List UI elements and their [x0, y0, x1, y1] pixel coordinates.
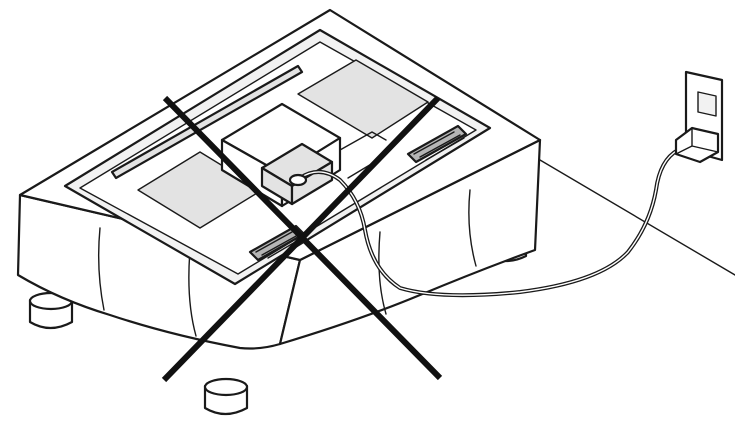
- wall-floor-edge: [539, 159, 735, 276]
- wall-outlet-icon: [674, 70, 724, 164]
- prohibited-cross-icon: [161, 95, 443, 383]
- tv-back: [63, 28, 492, 286]
- power-plug-icon: [674, 126, 720, 164]
- table-leg-front: [203, 377, 249, 416]
